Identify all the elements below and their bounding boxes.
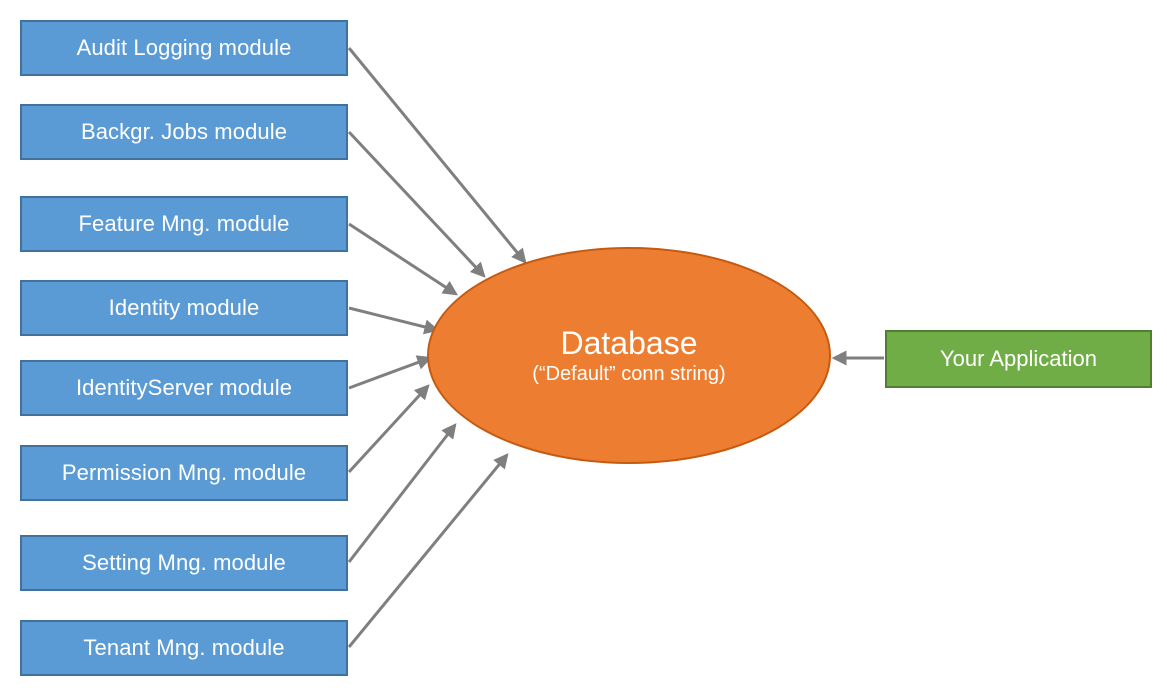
arrow-background-jobs-to-database — [347, 130, 486, 278]
arrow-tenant-mng-to-database — [347, 453, 509, 648]
arrow-identityserver-to-database — [348, 355, 433, 390]
module-label: Permission Mng. module — [61, 460, 307, 485]
module-label: Feature Mng. module — [78, 211, 290, 236]
module-label: Identity module — [108, 295, 260, 320]
module-box-identity[interactable]: Identity module — [20, 280, 348, 336]
database-node[interactable]: Database (“Default” conn string) — [427, 247, 831, 464]
arrow-identity-to-database — [348, 306, 440, 335]
module-label: Tenant Mng. module — [83, 635, 285, 660]
arrow-permission-mng-to-database — [347, 384, 430, 474]
module-box-background-jobs[interactable]: Backgr. Jobs module — [20, 104, 348, 160]
database-title: Database — [560, 324, 698, 361]
module-box-setting-mng[interactable]: Setting Mng. module — [20, 535, 348, 591]
module-box-audit-logging[interactable]: Audit Logging module — [20, 20, 348, 76]
your-application-node[interactable]: Your Application — [885, 330, 1152, 388]
module-label: Backgr. Jobs module — [80, 119, 288, 144]
module-label: Audit Logging module — [76, 35, 292, 60]
arrow-setting-mng-to-database — [347, 423, 457, 563]
your-application-label: Your Application — [940, 346, 1097, 371]
module-box-feature-mng[interactable]: Feature Mng. module — [20, 196, 348, 252]
module-label: IdentityServer module — [75, 375, 293, 400]
module-box-permission-mng[interactable]: Permission Mng. module — [20, 445, 348, 501]
module-box-identityserver[interactable]: IdentityServer module — [20, 360, 348, 416]
arrow-audit-logging-to-database — [347, 47, 527, 264]
module-label: Setting Mng. module — [82, 550, 286, 575]
database-connection-string-label: (“Default” conn string) — [532, 363, 726, 386]
arrow-feature-mng-to-database — [348, 222, 459, 296]
module-box-tenant-mng[interactable]: Tenant Mng. module — [20, 620, 348, 676]
